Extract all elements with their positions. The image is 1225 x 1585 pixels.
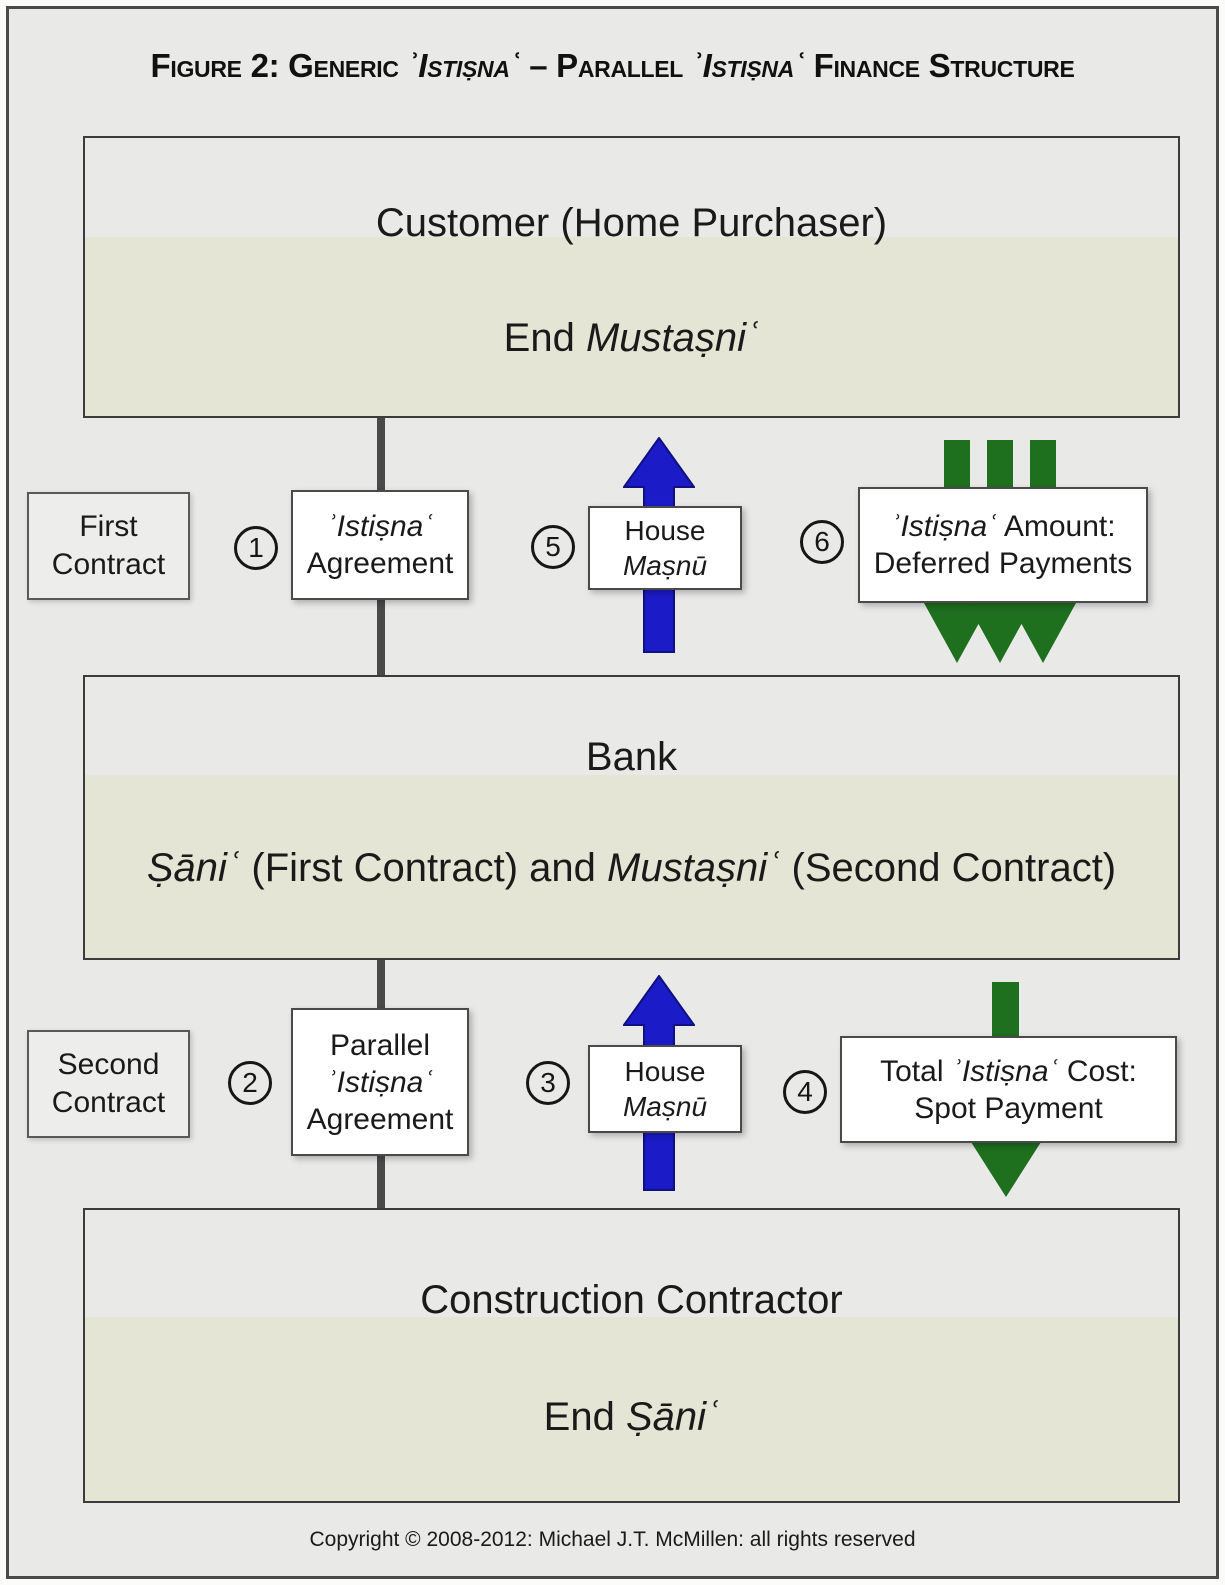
bank-role-term-1: Ṣāniʿ <box>146 846 241 890</box>
customer-role-prefix: End <box>503 316 586 360</box>
house-masnu-box-first: House Maṣnū <box>588 506 742 590</box>
istisna-term: ʾIstiṣnaʿ <box>326 1065 434 1099</box>
step-number-5: 5 <box>545 531 561 562</box>
bank-role-term-2: Mustaṣniʿ <box>607 846 781 890</box>
cost-label: Cost: <box>1058 1054 1137 1088</box>
step-circle-2: 2 <box>228 1061 272 1105</box>
step-circle-5: 5 <box>531 525 575 569</box>
contractor-name-text: Construction Contractor <box>420 1278 843 1322</box>
spot-payment-label: Spot Payment <box>914 1091 1103 1125</box>
customer-name: Customer (Home Purchaser) <box>85 199 1178 247</box>
first-contract-label-box: First Contract <box>27 492 190 600</box>
step-circle-1: 1 <box>234 526 278 570</box>
agreement-label: Agreement <box>306 1102 454 1136</box>
step-circle-4: 4 <box>783 1070 827 1114</box>
step-number-3: 3 <box>540 1067 556 1098</box>
step-circle-6: 6 <box>800 520 844 564</box>
copyright-text: Copyright © 2008-2012: Michael J.T. McMi… <box>309 1528 916 1551</box>
title-suffix-text: Finance Structure <box>804 47 1075 84</box>
customer-name-text: Customer (Home Purchaser) <box>375 201 888 245</box>
bank-box: Bank Ṣāniʿ (First Contract) and Mustaṣni… <box>83 675 1180 960</box>
second-contract-label: Second Contract <box>51 1048 166 1119</box>
title-dash-text: – Parallel <box>520 47 692 84</box>
masnu-term: Maṣnū <box>622 550 708 581</box>
contractor-role-term: Ṣāniʿ <box>625 1395 720 1439</box>
bank-role-suffix: (Second Contract) <box>780 846 1117 890</box>
istisna-term: ʾIstiṣnaʿ <box>890 510 998 543</box>
title-text: Figure 2: Generic <box>150 47 408 84</box>
deferred-payments-label: Deferred Payments <box>873 547 1133 580</box>
contractor-role-prefix: End <box>543 1395 626 1439</box>
customer-box: Customer (Home Purchaser) End Mustaṣniʿ <box>83 136 1180 418</box>
parallel-istisna-agreement-box: Parallel ʾIstiṣnaʿ Agreement <box>291 1008 469 1156</box>
second-contract-label-box: Second Contract <box>27 1030 190 1138</box>
first-contract-label: First Contract <box>51 510 166 581</box>
total-cost-box: Total ʾIstiṣnaʿ Cost: Spot Payment <box>840 1036 1177 1143</box>
step-number-2: 2 <box>242 1067 258 1098</box>
bank-name-text: Bank <box>585 735 678 779</box>
step-number-1: 1 <box>248 532 264 563</box>
bank-role: Ṣāniʿ (First Contract) and Mustaṣniʿ (Se… <box>85 844 1178 892</box>
step-circle-3: 3 <box>526 1061 570 1105</box>
parallel-label: Parallel <box>329 1028 431 1062</box>
istisna-term: ʾIstiṣnaʿ <box>951 1054 1059 1088</box>
house-label: House <box>624 515 706 546</box>
customer-role: End Mustaṣniʿ <box>85 314 1178 362</box>
figure-title: Figure 2: Generic ʾIstiṣnaʿ – Parallel ʾ… <box>0 47 1225 85</box>
deferred-payments-box: ʾIstiṣnaʿ Amount: Deferred Payments <box>858 487 1148 603</box>
customer-role-term: Mustaṣniʿ <box>585 316 760 360</box>
total-label: Total <box>880 1054 952 1088</box>
house-label: House <box>624 1056 706 1087</box>
contractor-role: End Ṣāniʿ <box>85 1393 1178 1441</box>
masnu-term: Maṣnū <box>622 1091 708 1122</box>
step-number-6: 6 <box>814 526 830 557</box>
istisna-agreement-box: ʾIstiṣnaʿ Agreement <box>291 490 469 600</box>
contractor-name: Construction Contractor <box>85 1276 1178 1324</box>
istisna-term: ʾIstiṣnaʿ <box>326 510 434 543</box>
contractor-box: Construction Contractor End Ṣāniʿ <box>83 1208 1180 1503</box>
bank-name: Bank <box>85 733 1178 781</box>
house-masnu-box-second: House Maṣnū <box>588 1045 742 1133</box>
step-number-4: 4 <box>797 1076 813 1107</box>
title-istisna-term-2: ʾIstiṣnaʿ <box>691 47 805 84</box>
agreement-label: Agreement <box>306 547 454 580</box>
title-istisna-term-1: ʾIstiṣnaʿ <box>407 47 521 84</box>
bank-role-mid: (First Contract) and <box>240 846 608 890</box>
amount-label: Amount: <box>997 510 1116 543</box>
